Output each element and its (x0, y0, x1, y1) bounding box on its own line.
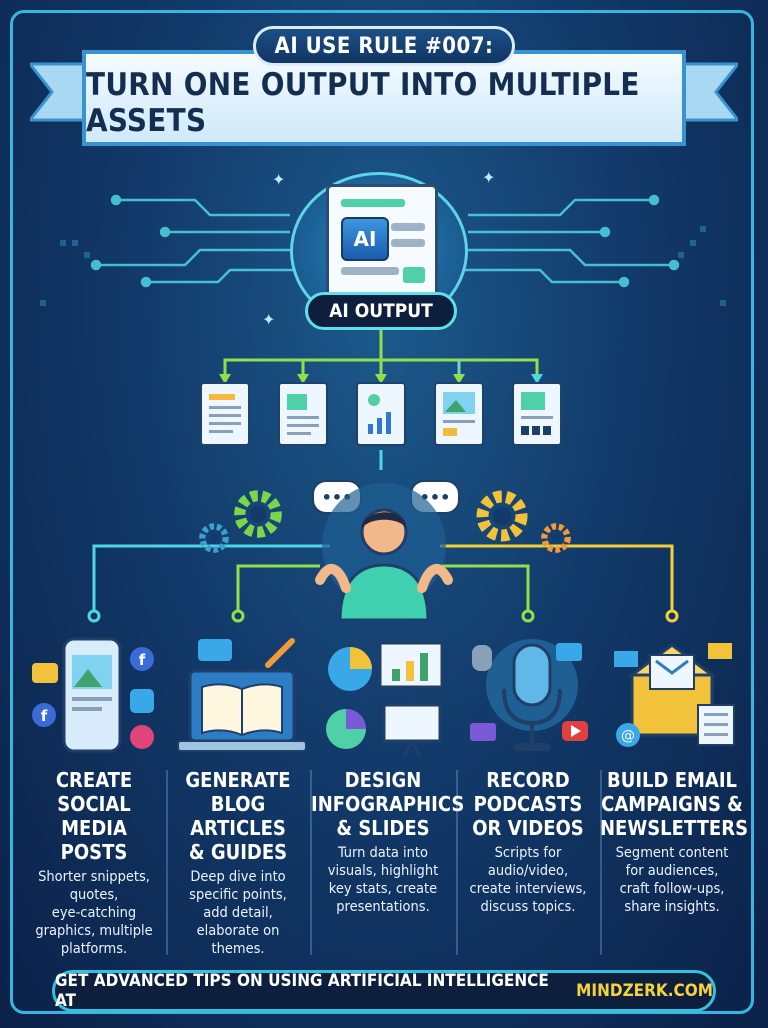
title-line: RECORD (486, 768, 570, 792)
page-title: TURN ONE OUTPUT INTO MULTIPLE ASSETS (86, 67, 640, 139)
title-line: NEWSLETTERS (600, 816, 749, 840)
desc-line: Scripts for (494, 845, 562, 861)
title-line: PODCASTS (473, 792, 583, 816)
desc-line: graphics, multiple (35, 923, 153, 939)
column-title: CREATE SOCIAL MEDIA POSTS (22, 768, 166, 864)
svg-text:f: f (41, 707, 48, 725)
column-description: Deep dive into specific points, add deta… (166, 868, 310, 958)
column-title: GENERATE BLOG ARTICLES & GUIDES (166, 768, 310, 864)
desc-line: create interviews, (469, 881, 587, 897)
ai-document-icon: AI (326, 184, 438, 304)
desc-line: themes. (211, 941, 265, 957)
desc-line: elaborate on (196, 923, 280, 939)
social-media-illustration: f f (32, 637, 154, 753)
desc-line: platforms. (60, 941, 128, 957)
doc-block (403, 267, 425, 283)
column-divider (166, 770, 168, 955)
email-envelope-illustration: @ (614, 643, 735, 747)
doc-line (341, 267, 399, 275)
desc-line: quotes, (69, 887, 119, 903)
desc-line: add detail, (203, 905, 273, 921)
desc-line: Turn data into (337, 845, 429, 861)
desc-line: craft follow-ups, (619, 881, 725, 897)
gear-icon (541, 523, 571, 553)
title-line: POSTS (60, 840, 128, 864)
desc-line: presentations. (336, 899, 430, 915)
title-line: INFOGRAPHICS (311, 792, 465, 816)
column-blog-articles: GENERATE BLOG ARTICLES & GUIDES Deep div… (166, 768, 310, 958)
infographic-slides-illustration (326, 641, 444, 758)
photo-document-icon (434, 382, 484, 446)
title-line: & SLIDES (336, 816, 430, 840)
doc-line (391, 223, 425, 231)
desc-line: specific points, (189, 887, 287, 903)
doc-line (391, 239, 425, 247)
flow-arrows (87, 330, 679, 623)
column-description: Turn data into visuals, highlight key st… (311, 844, 455, 916)
sparkle-icon: ✦ (482, 168, 496, 187)
desc-line: for audiences, (625, 863, 719, 879)
desc-line: visuals, highlight (327, 863, 439, 879)
column-podcasts: RECORD PODCASTS OR VIDEOS Scripts for au… (456, 768, 600, 916)
desc-line: key stats, create (328, 881, 438, 897)
footer-banner: GET ADVANCED TIPS ON USING ARTIFICIAL IN… (52, 970, 716, 1012)
column-description: Shorter snippets, quotes, eye-catching g… (22, 868, 166, 958)
column-divider (456, 770, 458, 955)
ai-badge: AI (341, 217, 389, 261)
sparkle-icon: ✦ (272, 170, 286, 189)
title-line: GENERATE (185, 768, 291, 792)
title-line: CREATE (55, 768, 133, 792)
title-line: BLOG ARTICLES (190, 792, 286, 840)
column-description: Segment content for audiences, craft fol… (600, 844, 744, 916)
column-social-media: CREATE SOCIAL MEDIA POSTS Shorter snippe… (22, 768, 166, 958)
text-document-icon (200, 382, 250, 446)
sparkle-icon: ✦ (262, 310, 276, 329)
svg-text:@: @ (621, 728, 635, 744)
gear-icon (234, 490, 282, 538)
desc-line: discuss topics. (480, 899, 576, 915)
blog-laptop-illustration (177, 638, 307, 752)
svg-text:f: f (139, 651, 146, 669)
title-line: SOCIAL MEDIA (57, 792, 131, 840)
brand-link[interactable]: MINDZERK.COM (576, 981, 713, 1001)
desc-line: share insights. (624, 899, 720, 915)
title-line: & GUIDES (188, 840, 288, 864)
column-email-campaigns: BUILD EMAIL CAMPAIGNS & NEWSLETTERS Segm… (600, 768, 749, 916)
column-infographics: DESIGN INFOGRAPHICS & SLIDES Turn data i… (311, 768, 465, 916)
title-line: OR VIDEOS (472, 816, 584, 840)
column-divider (600, 770, 602, 955)
border-frame (10, 10, 754, 1014)
title-line: DESIGN (344, 768, 422, 792)
gear-icon (199, 523, 229, 553)
column-divider (310, 770, 312, 955)
ai-output-label: AI OUTPUT (305, 292, 457, 330)
person-illustration (315, 483, 453, 620)
desc-line: eye-catching (51, 905, 137, 921)
column-title: DESIGN INFOGRAPHICS & SLIDES (311, 768, 465, 840)
chart-document-icon (356, 382, 406, 446)
desc-line: Shorter snippets, (38, 869, 150, 885)
circuit-lines (40, 194, 726, 306)
doc-line (341, 199, 405, 207)
footer-text: GET ADVANCED TIPS ON USING ARTIFICIAL IN… (55, 971, 549, 1011)
desc-line: audio/video, (487, 863, 569, 879)
column-title: BUILD EMAIL CAMPAIGNS & NEWSLETTERS (600, 768, 749, 840)
gallery-document-icon (512, 382, 562, 446)
rule-badge: AI USE RULE #007: (253, 26, 515, 66)
title-line: CAMPAIGNS & (601, 792, 743, 816)
column-title: RECORD PODCASTS OR VIDEOS (456, 768, 600, 840)
desc-line: Segment content (615, 845, 729, 861)
gear-icon (476, 490, 528, 542)
title-line: BUILD EMAIL (607, 768, 737, 792)
podcast-microphone-illustration (470, 639, 588, 751)
column-description: Scripts for audio/video, create intervie… (456, 844, 600, 916)
image-document-icon (278, 382, 328, 446)
desc-line: Deep dive into (190, 869, 286, 885)
